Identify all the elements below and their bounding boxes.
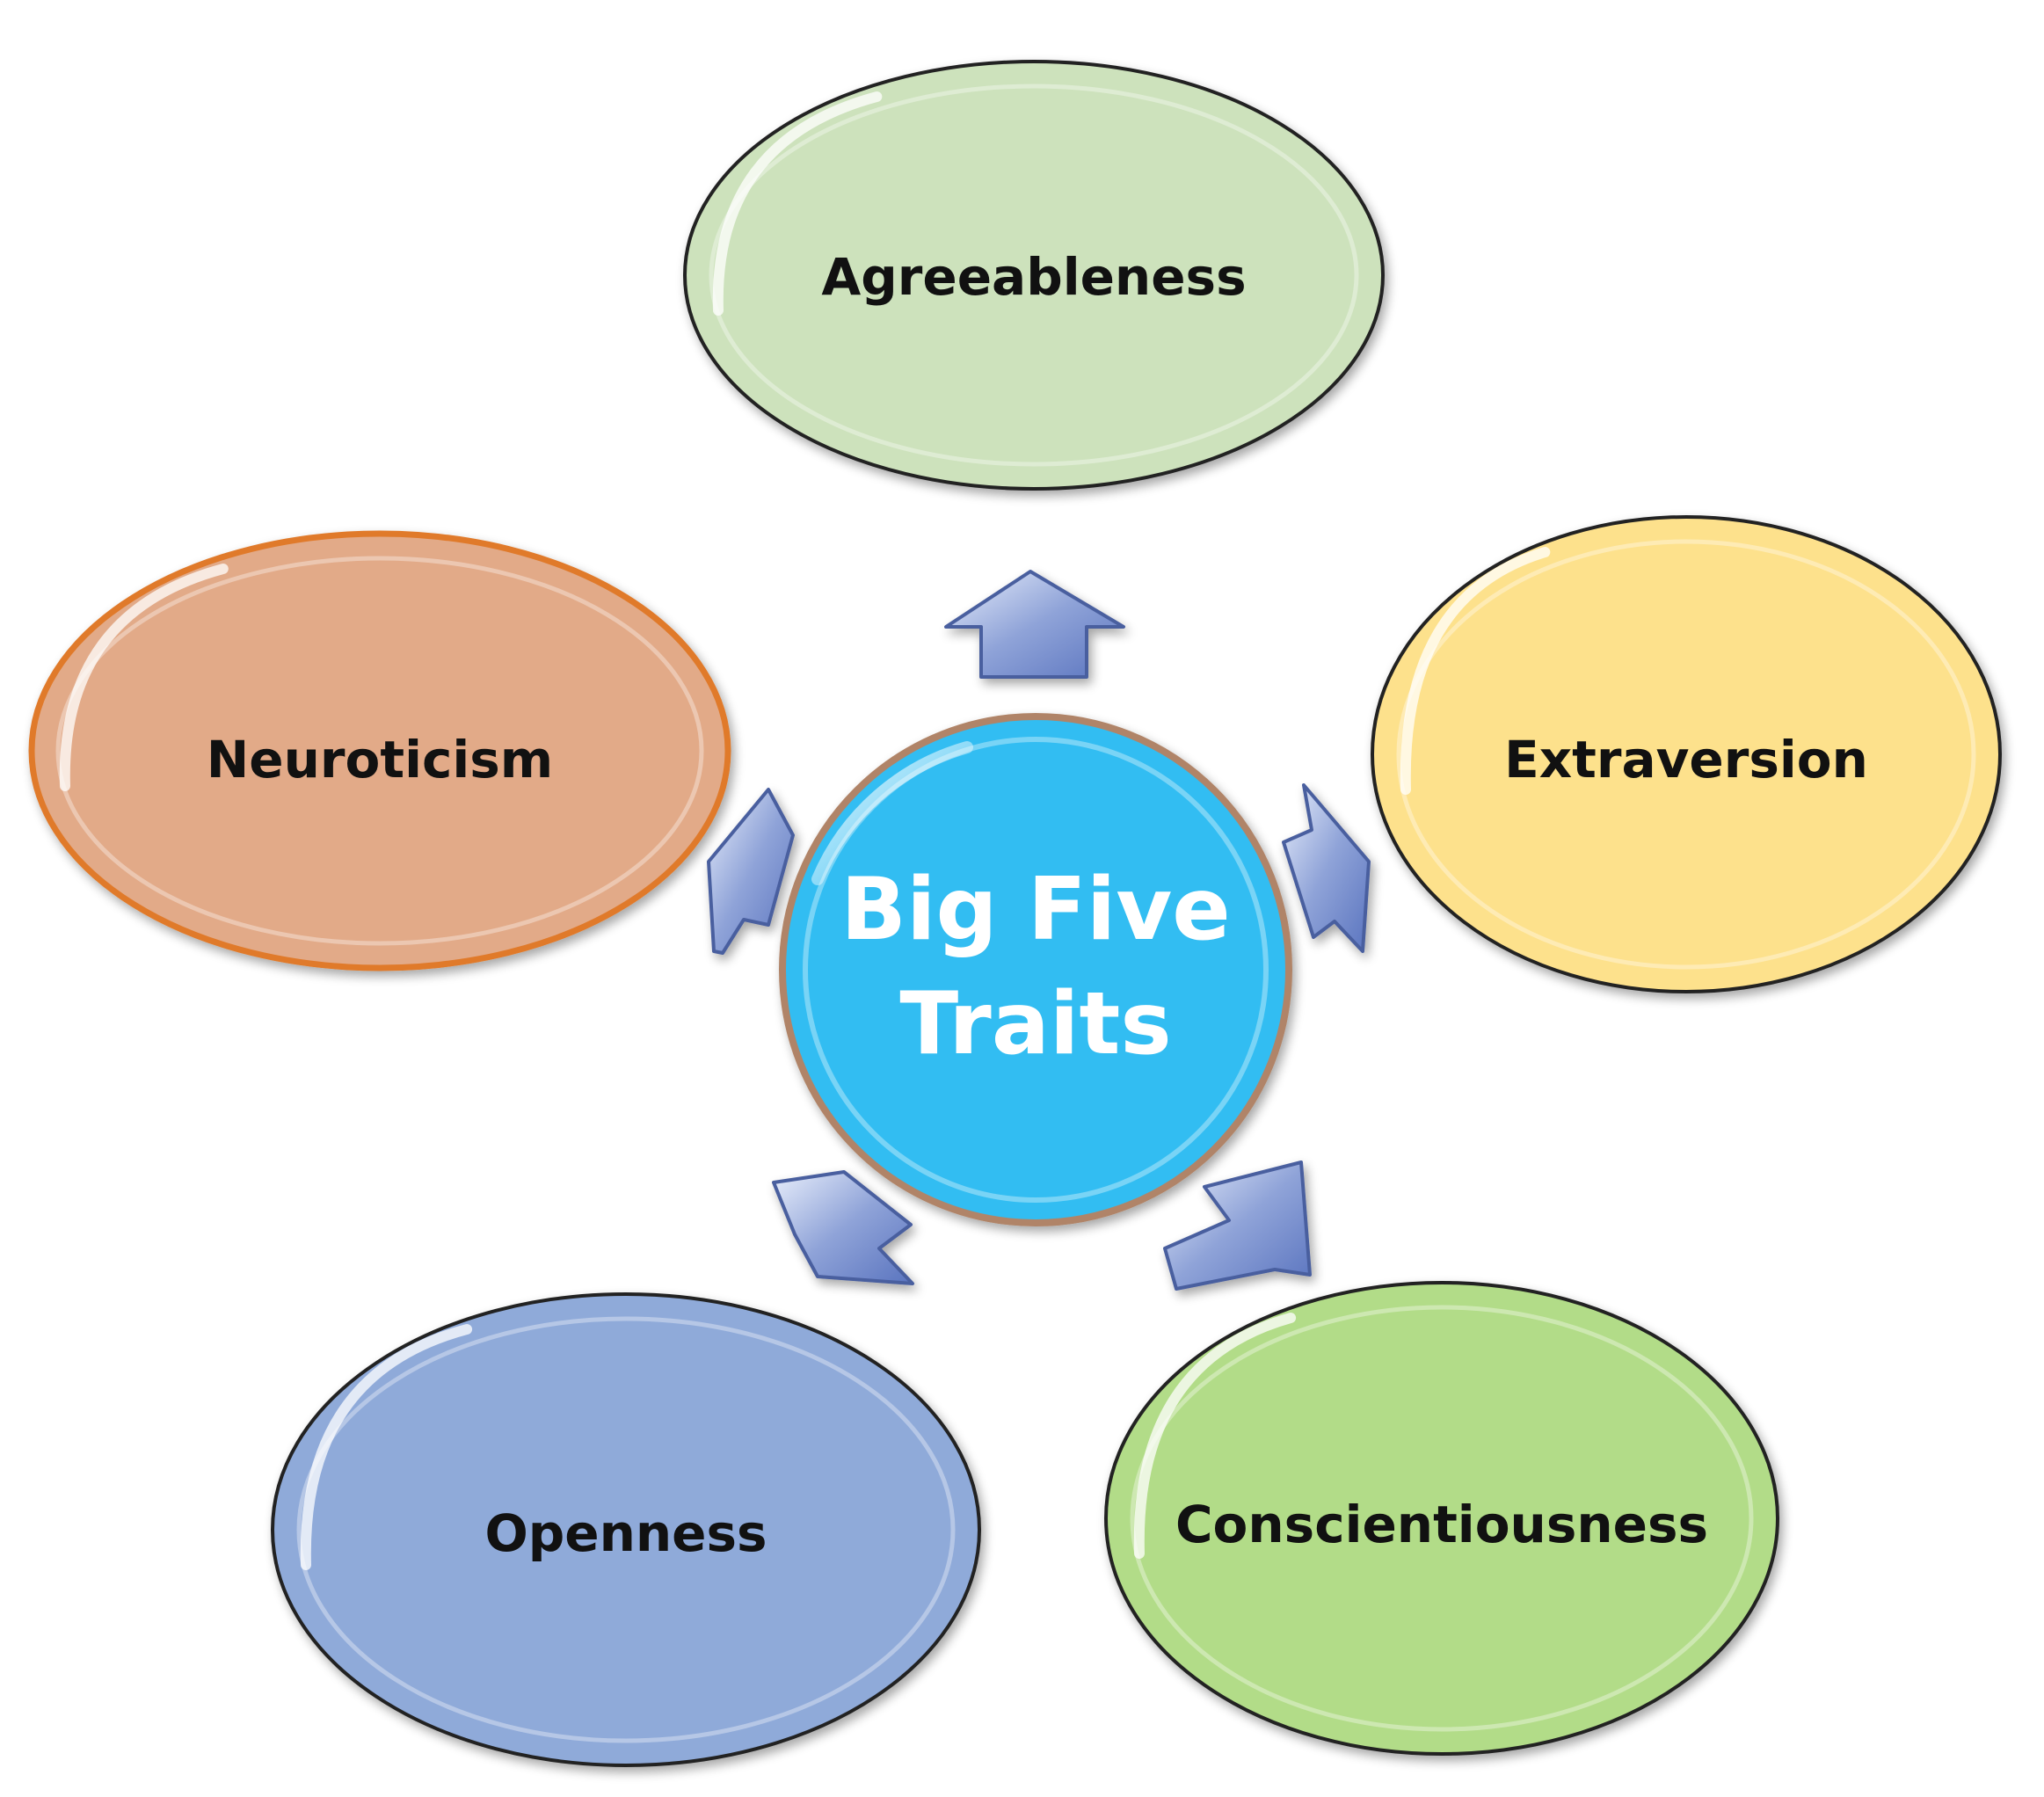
- arrow-to-openness: [772, 1170, 914, 1285]
- trait-node-extraversion: Extraversion: [1371, 515, 2002, 993]
- trait-ellipse-neuroticism: [28, 530, 731, 971]
- trait-node-neuroticism: Neuroticism: [28, 530, 731, 971]
- trait-node-conscientiousness: Conscientiousness: [1104, 1281, 1779, 1756]
- trait-ellipse-extraversion: [1371, 515, 2002, 993]
- trait-label-openness: Openness: [484, 1503, 767, 1563]
- center-node: Big Five Traits: [779, 713, 1292, 1226]
- trait-label-neuroticism: Neuroticism: [207, 730, 553, 789]
- trait-label-conscientiousness: Conscientiousness: [1175, 1495, 1708, 1554]
- trait-label-agreeableness: Agreeableness: [821, 247, 1246, 307]
- arrow-to-neuroticism: [707, 788, 795, 955]
- trait-node-openness: Openness: [271, 1292, 981, 1767]
- center-title-line2: Traits: [899, 974, 1171, 1074]
- trait-ellipse-openness: [271, 1292, 981, 1767]
- arrow-to-conscientiousness: [1163, 1160, 1312, 1291]
- center-title-line1: Big Five: [840, 860, 1230, 960]
- arrow-to-extraversion: [1282, 783, 1371, 953]
- trait-ellipse-conscientiousness: [1104, 1281, 1779, 1756]
- trait-ellipse-agreeableness: [683, 60, 1385, 491]
- trait-node-agreeableness: Agreeableness: [683, 60, 1385, 491]
- arrow-to-agreeableness: [944, 570, 1125, 679]
- trait-label-extraversion: Extraversion: [1504, 730, 1868, 789]
